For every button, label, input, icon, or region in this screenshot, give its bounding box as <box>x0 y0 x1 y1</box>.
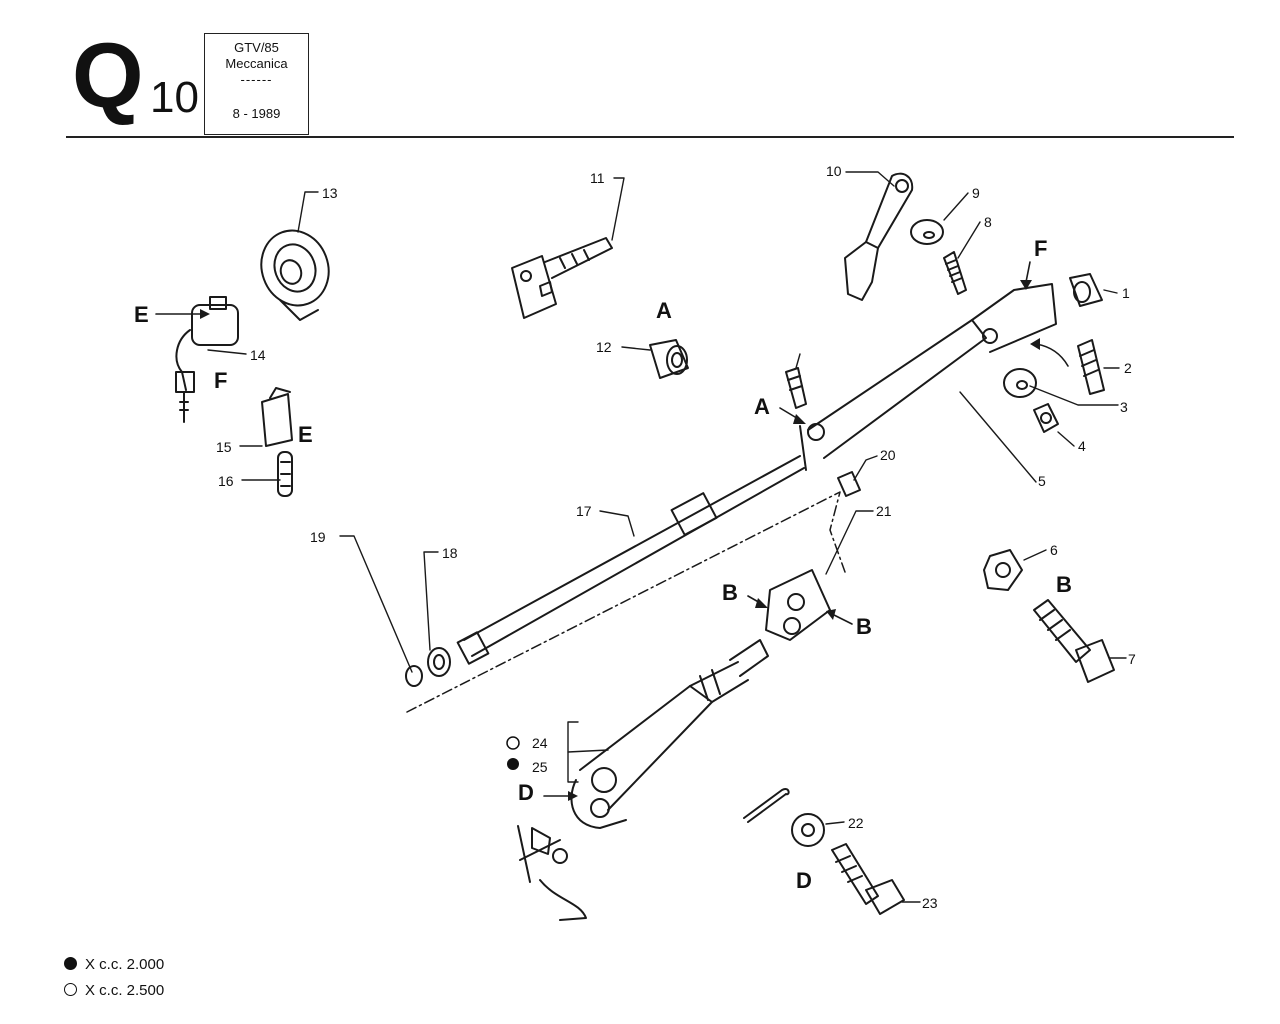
callout-numbers: 13 14 15 16 11 12 10 9 8 1 2 3 4 5 20 21… <box>216 163 1136 911</box>
callout-19: 19 <box>310 529 326 545</box>
letter-E-lock: E <box>134 302 149 327</box>
letter-B-bolt: B <box>1056 572 1072 597</box>
part-15-switch <box>261 387 293 447</box>
part-7-bolt <box>1033 599 1115 683</box>
callout-25: 25 <box>532 759 548 775</box>
callout-23: 23 <box>922 895 938 911</box>
part-2-stud <box>1077 339 1105 395</box>
part-3-washer <box>1003 368 1037 398</box>
part-20-nut <box>837 471 861 497</box>
open-circle-icon <box>64 983 77 996</box>
part-18-ring <box>427 647 451 677</box>
callout-17: 17 <box>576 503 592 519</box>
callout-22: 22 <box>848 815 864 831</box>
part-steering-box <box>517 825 587 921</box>
legend-item-2500: X c.c. 2.500 <box>64 982 164 999</box>
callout-16: 16 <box>218 473 234 489</box>
callout-3: 3 <box>1120 399 1128 415</box>
letter-A-bush: A <box>656 298 672 323</box>
callout-4: 4 <box>1078 438 1086 454</box>
part-cotter-pin <box>743 788 790 823</box>
callout-18: 18 <box>442 545 458 561</box>
group-label: Meccanica <box>225 56 288 71</box>
callout-5: 5 <box>1038 473 1046 489</box>
section-letter: Q <box>72 25 144 127</box>
callout-14: 14 <box>250 347 266 363</box>
callout-21: 21 <box>876 503 892 519</box>
part-screw-A <box>785 367 807 409</box>
filled-circle-marker <box>507 758 519 770</box>
dashes-label: ------ <box>240 72 273 87</box>
part-24-25-lower-column <box>570 639 769 829</box>
section-number: 10 <box>150 73 199 122</box>
part-10-lever <box>844 172 914 301</box>
callout-8: 8 <box>984 214 992 230</box>
callout-10: 10 <box>826 163 842 179</box>
letter-F-lock: F <box>214 368 227 393</box>
callout-2: 2 <box>1124 360 1132 376</box>
part-21-universal-joint <box>765 569 831 641</box>
callout-12: 12 <box>596 339 612 355</box>
reference-arrows <box>155 261 1069 797</box>
part-6-nut <box>983 549 1023 591</box>
model-label: GTV/85 <box>234 40 279 55</box>
part-12-bush <box>649 339 689 379</box>
callout-6: 6 <box>1050 542 1058 558</box>
letter-D-column: D <box>518 780 534 805</box>
callout-15: 15 <box>216 439 232 455</box>
open-circle-marker <box>506 736 520 750</box>
callout-7: 7 <box>1128 651 1136 667</box>
callout-20: 20 <box>880 447 896 463</box>
arrow-heads <box>200 280 1040 801</box>
part-19-clip <box>405 665 423 687</box>
legend-text-2000: X c.c. 2.000 <box>85 956 165 973</box>
legend-text-2500: X c.c. 2.500 <box>85 982 165 999</box>
part-23-bolt <box>831 843 905 915</box>
assembly-outline <box>406 491 846 713</box>
part-8-screw <box>943 251 967 295</box>
header-rule <box>66 136 1234 138</box>
letter-F-support: F <box>1034 236 1047 261</box>
part-1-nut <box>1069 273 1103 307</box>
letter-B-left: B <box>722 580 738 605</box>
callout-13: 13 <box>322 185 338 201</box>
part-22-castle-nut <box>791 813 825 847</box>
filled-circle-icon <box>64 957 77 970</box>
letter-E-switch: E <box>298 422 313 447</box>
reference-letters: E F E A A F B B B D D <box>134 236 1072 893</box>
part-4-nut <box>1033 403 1059 433</box>
callout-1: 1 <box>1122 285 1130 301</box>
letter-A-screw: A <box>754 394 770 419</box>
callout-11: 11 <box>590 170 605 186</box>
part-14-lock <box>175 296 239 423</box>
letter-D-bolt: D <box>796 868 812 893</box>
part-9-washer <box>910 219 944 245</box>
callout-leaders <box>207 171 1127 903</box>
part-5-column-support <box>799 283 1057 471</box>
legend-item-2000: X c.c. 2.000 <box>64 956 164 973</box>
info-box: GTV/85 Meccanica ------ 8 - 1989 <box>204 33 309 135</box>
part-16-connector <box>277 451 293 497</box>
letter-B-right: B <box>856 614 872 639</box>
part-13-bezel <box>260 229 330 321</box>
callout-9: 9 <box>972 185 980 201</box>
part-17-steering-shaft <box>456 455 805 665</box>
part-11-key <box>511 237 613 319</box>
date-label: 8 - 1989 <box>232 106 281 121</box>
callout-24: 24 <box>532 735 548 751</box>
